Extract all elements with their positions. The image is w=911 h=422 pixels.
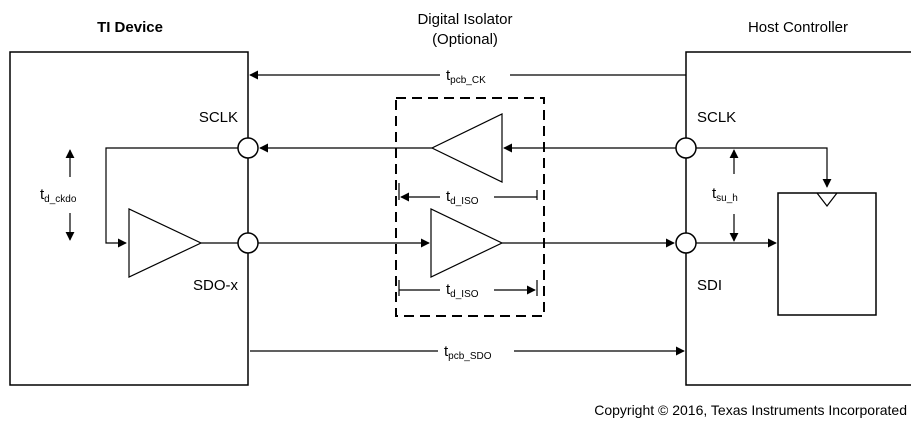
- host-sclk-pin: [675, 137, 697, 159]
- pcb-ck-label: tpcb_CK: [446, 67, 486, 86]
- device-sdo-label: SDO-x: [193, 277, 239, 294]
- su-h-label: tsu_h: [712, 185, 738, 204]
- isolator-title-line2: (Optional): [432, 31, 498, 48]
- host-sdi-label: SDI: [697, 277, 722, 294]
- device-sclk-label: SCLK: [199, 109, 238, 126]
- device-output-buffer: [128, 208, 203, 278]
- copyright-notice: Copyright © 2016, Texas Instruments Inco…: [594, 402, 907, 418]
- device-sdo-pin: [237, 232, 259, 254]
- d-ckdo-label: td_ckdo: [40, 186, 77, 205]
- device-box: [9, 51, 249, 386]
- d-iso-bottom-label: td_ISO: [446, 281, 479, 300]
- pcb-sdo-label-bg: [438, 342, 514, 360]
- host-sdi-pin: [675, 232, 697, 254]
- isolator-box: [395, 97, 545, 317]
- isolator-title-line1: Digital Isolator: [417, 11, 512, 28]
- device-title: TI Device: [97, 19, 163, 36]
- device-sclk-pin: [237, 137, 259, 159]
- host-sclk-label: SCLK: [697, 109, 736, 126]
- iso-sdo-buffer: [430, 208, 504, 278]
- device-sclk-route: [105, 147, 238, 248]
- d-iso-top-label: td_ISO: [446, 188, 479, 207]
- d-iso-bottom-label-bg: [440, 280, 494, 298]
- iso-sclk-buffer: [430, 113, 503, 183]
- pcb-ck-label-bg: [440, 66, 510, 84]
- d-iso-top-label-bg: [440, 187, 494, 205]
- host-title: Host Controller: [748, 19, 848, 36]
- flipflop-clock-marker: [816, 192, 838, 207]
- host-clock-line: [696, 147, 832, 188]
- pcb-sdo-label: tpcb_SDO: [444, 343, 492, 362]
- host-box: [685, 51, 911, 386]
- host-flipflop: [777, 192, 877, 316]
